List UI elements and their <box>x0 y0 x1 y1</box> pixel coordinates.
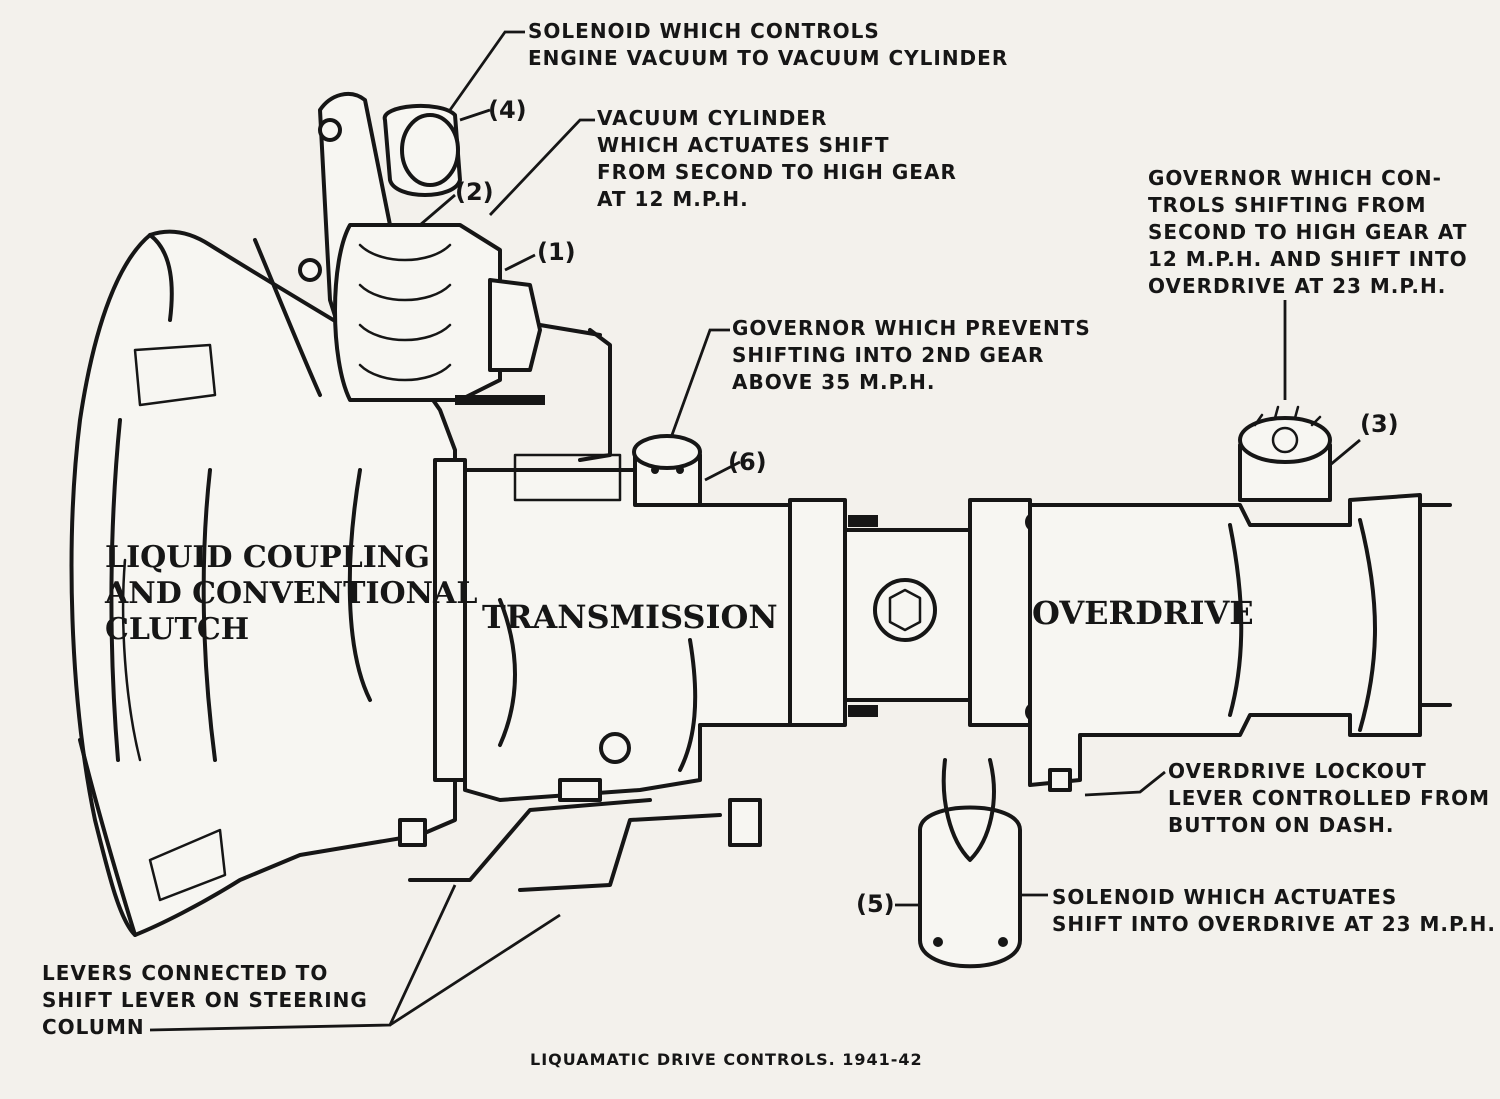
part-number-1: (1) <box>537 238 576 266</box>
center-housing <box>788 498 1045 727</box>
solenoid-5 <box>918 758 1022 969</box>
label-line: OVERDRIVE LOCKOUT <box>1168 759 1427 783</box>
label-line: SOLENOID WHICH CONTROLS <box>528 19 880 43</box>
governor-3 <box>1238 405 1332 502</box>
label-line: SHIFTING INTO 2ND GEAR <box>732 343 1045 367</box>
label-line: TROLS SHIFTING FROM <box>1148 193 1427 217</box>
label-line: BUTTON ON DASH. <box>1168 813 1395 837</box>
label-solenoid-overdrive: SOLENOID WHICH ACTUATES SHIFT INTO OVERD… <box>1052 884 1496 938</box>
bell-housing <box>69 229 457 937</box>
label-line: SHIFT LEVER ON STEERING <box>42 988 368 1012</box>
label-line: SHIFT INTO OVERDRIVE AT 23 M.P.H. <box>1052 912 1496 936</box>
label-line: GOVERNOR WHICH PREVENTS <box>732 316 1091 340</box>
label-governor-high: GOVERNOR WHICH CON- TROLS SHIFTING FROM … <box>1148 165 1468 300</box>
section-line: AND CONVENTIONAL <box>105 576 478 611</box>
overdrive-housing <box>1028 493 1452 792</box>
label-line: ABOVE 35 M.P.H. <box>732 370 936 394</box>
label-line: 12 M.P.H. AND SHIFT INTO <box>1148 247 1468 271</box>
shift-levers <box>398 798 722 892</box>
section-overdrive: OVERDRIVE <box>1032 594 1254 632</box>
vacuum-cylinder-assembly <box>298 91 612 462</box>
label-solenoid-vacuum: SOLENOID WHICH CONTROLS ENGINE VACUUM TO… <box>528 18 1008 72</box>
label-line: SOLENOID WHICH ACTUATES <box>1052 885 1398 909</box>
section-line: CLUTCH <box>105 612 250 647</box>
label-line: FROM SECOND TO HIGH GEAR <box>597 160 957 184</box>
section-line: LIQUID COUPLING <box>105 540 430 575</box>
part-number-2: (2) <box>455 178 494 206</box>
label-line: VACUUM CYLINDER <box>597 106 828 130</box>
label-governor-prevents: GOVERNOR WHICH PREVENTS SHIFTING INTO 2N… <box>732 315 1091 396</box>
label-overdrive-lockout: OVERDRIVE LOCKOUT LEVER CONTROLLED FROM … <box>1168 758 1490 839</box>
label-line: WHICH ACTUATES SHIFT <box>597 133 890 157</box>
figure-caption: LIQUAMATIC DRIVE CONTROLS. 1941-42 <box>530 1050 923 1069</box>
label-line: AT 12 M.P.H. <box>597 187 749 211</box>
label-line: LEVER CONTROLLED FROM <box>1168 786 1491 810</box>
label-levers: LEVERS CONNECTED TO SHIFT LEVER ON STEER… <box>42 960 368 1041</box>
label-line: COLUMN <box>42 1015 145 1039</box>
label-vacuum-cylinder: VACUUM CYLINDER WHICH ACTUATES SHIFT FRO… <box>597 105 957 213</box>
section-transmission: TRANSMISSION <box>482 598 778 636</box>
part-number-3: (3) <box>1360 410 1399 438</box>
label-line: ENGINE VACUUM TO VACUUM CYLINDER <box>528 46 1009 70</box>
governor-6 <box>632 434 702 507</box>
label-line: LEVERS CONNECTED TO <box>42 961 329 985</box>
label-line: OVERDRIVE AT 23 M.P.H. <box>1148 274 1447 298</box>
label-line: SECOND TO HIGH GEAR AT <box>1148 220 1468 244</box>
part-number-6: (6) <box>728 448 767 476</box>
label-line: GOVERNOR WHICH CON- <box>1148 166 1442 190</box>
part-number-4: (4) <box>488 96 527 124</box>
leader-lines <box>149 30 1361 1032</box>
part-number-5: (5) <box>856 890 895 918</box>
transmission-case <box>463 453 792 847</box>
section-clutch: LIQUID COUPLING AND CONVENTIONAL CLUTCH <box>105 540 477 648</box>
